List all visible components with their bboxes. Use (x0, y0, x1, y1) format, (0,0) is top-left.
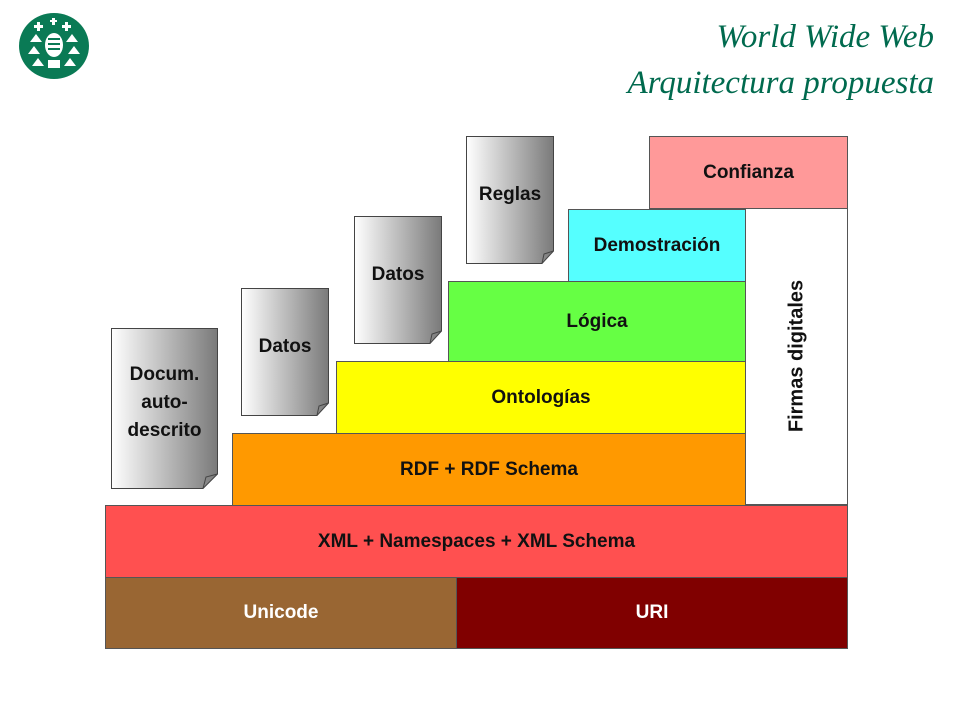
document-datos-1: Datos (241, 288, 329, 416)
document-icon (241, 288, 329, 416)
document-datos-2: Datos (354, 216, 442, 344)
page-title-line1: World Wide Web (716, 19, 934, 55)
layer-confianza: Confianza (649, 136, 848, 209)
docum-line2: auto- (141, 392, 188, 413)
layer-logica: Lógica (448, 281, 746, 362)
university-logo (18, 12, 90, 80)
layer-uri: URI (456, 577, 848, 649)
page-title-line2: Arquitectura propuesta (627, 65, 934, 101)
layer-demostracion: Demostración (568, 209, 746, 282)
firmas-digitales-label: Firmas digitales (785, 279, 808, 433)
document-icon (466, 136, 554, 264)
document-icon (111, 328, 218, 489)
layer-ontologias: Ontologías (336, 361, 746, 434)
document-docum-autodescrito: Docum. auto- descrito (111, 328, 218, 489)
docum-line1: Docum. (129, 364, 200, 385)
datos-1-label: Datos (258, 336, 312, 357)
document-reglas: Reglas (466, 136, 554, 264)
reglas-label: Reglas (478, 184, 542, 205)
docum-line3: descrito (127, 420, 202, 441)
firmas-digitales-column (745, 207, 848, 505)
layer-unicode: Unicode (105, 577, 457, 649)
layer-rdf: RDF + RDF Schema (232, 433, 746, 506)
datos-2-label: Datos (371, 264, 425, 285)
university-crest-icon (19, 13, 89, 79)
layer-xml: XML + Namespaces + XML Schema (105, 505, 848, 578)
document-icon (354, 216, 442, 344)
